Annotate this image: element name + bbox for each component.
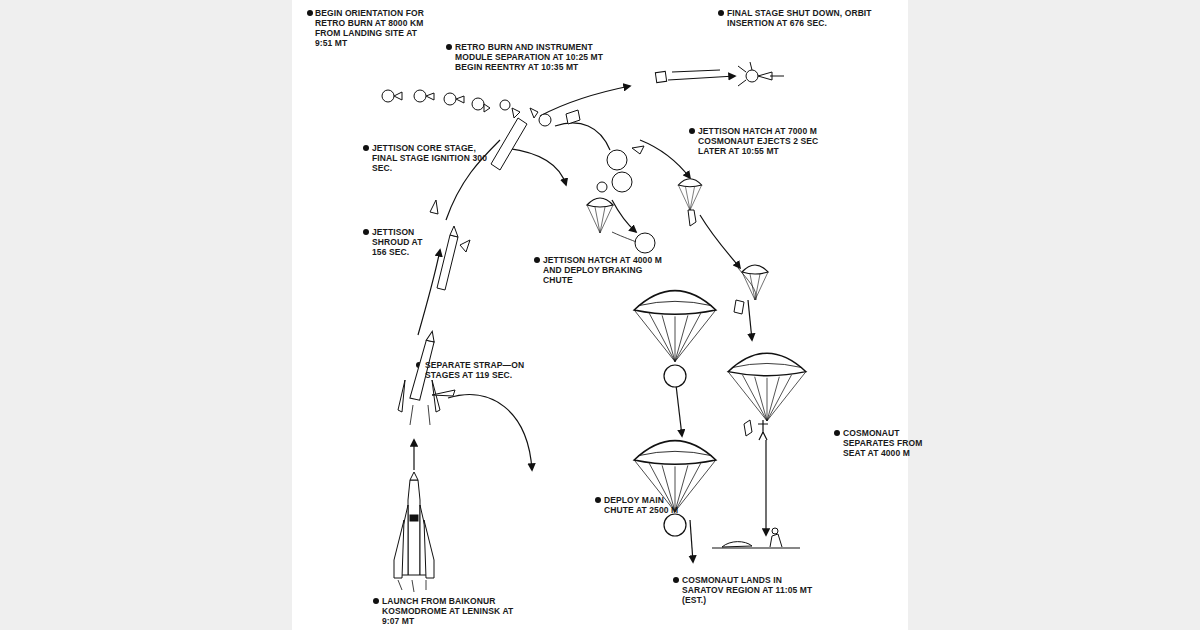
page-ground	[292, 0, 908, 630]
callout-text: DEPLOY MAIN CHUTE AT 2500 M	[604, 495, 682, 515]
callout-text: SEPARATE STRAP—ON STAGES AT 119 SEC.	[425, 360, 545, 380]
callout-text: JETTISON HATCH AT 7000 M COSMONAUT EJECT…	[698, 126, 848, 156]
callout-text: JETTISON SHROUD AT 156 SEC.	[372, 227, 434, 257]
cosmonaut-drogue	[678, 179, 768, 314]
main-chute	[634, 441, 716, 536]
bullet-dots	[307, 10, 840, 604]
retro-sequence	[382, 90, 580, 126]
braking-chute	[587, 198, 655, 253]
core-stage	[491, 118, 527, 170]
cosmonaut-chute	[728, 353, 806, 440]
second-stage	[430, 200, 470, 290]
capsule-chute-1	[634, 291, 716, 387]
callout-text: COSMONAUT SEPARATES FROM SEAT AT 4000 M	[843, 428, 923, 458]
callout-text: BEGIN ORIENTATION FOR RETRO BURN AT 8000…	[315, 8, 427, 48]
callout-text: JETTISON CORE STAGE, FINAL STAGE IGNITIO…	[372, 143, 487, 173]
callout-text: RETRO BURN AND INSTRUMENT MODULE SEPARAT…	[455, 42, 605, 72]
reentry-capsule	[597, 146, 644, 192]
callout-text: COSMONAUT LANDS IN SARATOV REGION AT 11:…	[682, 575, 814, 605]
landing-scene	[712, 528, 800, 548]
callout-text: FINAL STAGE SHUT DOWN, ORBIT INSERTION A…	[727, 8, 897, 28]
callout-text: LAUNCH FROM BAIKONUR KOSMODROME AT LENIN…	[382, 596, 522, 626]
callout-text: JETTISON HATCH AT 4000 M AND DEPLOY BRAK…	[543, 255, 663, 285]
spacecraft-orbit	[655, 62, 784, 86]
launch-vehicle	[394, 472, 434, 592]
